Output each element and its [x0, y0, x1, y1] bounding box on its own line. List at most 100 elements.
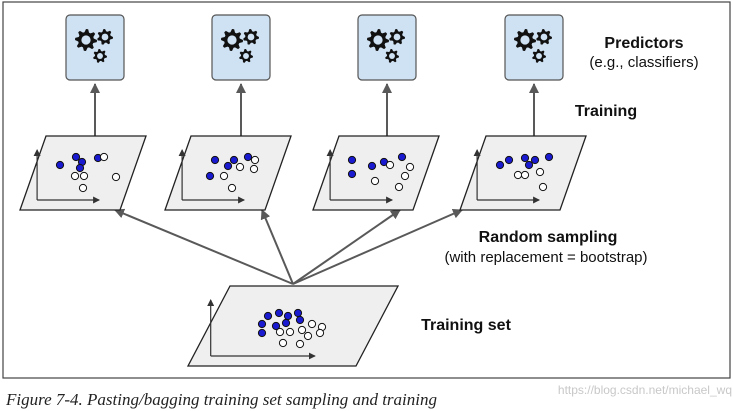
- gear: [239, 49, 253, 63]
- filled-point: [544, 152, 554, 162]
- gear-hole: [393, 33, 401, 41]
- sampling-arrow-4: [292, 209, 463, 285]
- watermark: https://blog.csdn.net/michael_wq: [558, 383, 732, 397]
- gear: [75, 29, 97, 51]
- predictors-label: Predictors: [604, 35, 683, 52]
- filled-point: [229, 155, 239, 165]
- training-label: Training: [575, 103, 637, 120]
- predictor-box: [211, 14, 271, 81]
- predictors-sublabel: (e.g., classifiers): [589, 54, 698, 71]
- hollow-point: [219, 171, 229, 181]
- hollow-point: [70, 171, 80, 181]
- filled-point: [223, 161, 233, 171]
- gear: [367, 29, 389, 51]
- hollow-point: [78, 183, 88, 193]
- sample-panel-4: [459, 135, 587, 211]
- filled-point: [495, 160, 505, 170]
- hollow-point: [235, 162, 245, 172]
- predictor-3: [357, 14, 417, 81]
- filled-point: [283, 311, 293, 321]
- gear: [93, 49, 107, 63]
- hollow-point: [295, 339, 305, 349]
- filled-point: [397, 152, 407, 162]
- sampling-arrow-2: [260, 209, 294, 285]
- hollow-point: [315, 328, 325, 338]
- hollow-point: [535, 167, 545, 177]
- filled-point: [75, 163, 85, 173]
- gear: [385, 49, 399, 63]
- panel-shape: [164, 135, 292, 211]
- hollow-point: [400, 171, 410, 181]
- hollow-point: [278, 338, 288, 348]
- hollow-point: [297, 325, 307, 335]
- hollow-point: [307, 319, 317, 329]
- gear-hole: [243, 53, 249, 59]
- hollow-point: [370, 176, 380, 186]
- filled-point: [71, 152, 81, 162]
- figure-frame: [2, 1, 731, 379]
- filled-point: [504, 155, 514, 165]
- hollow-point: [111, 172, 121, 182]
- gear-hole: [81, 35, 91, 45]
- filled-point: [281, 318, 291, 328]
- predictor-box: [504, 14, 564, 81]
- sampling-arrows: [114, 208, 463, 285]
- predictor-box: [65, 14, 125, 81]
- gears-icon: [367, 29, 405, 63]
- hollow-point: [405, 162, 415, 172]
- training-arrows: [90, 83, 539, 136]
- hollow-point: [227, 183, 237, 193]
- gear-hole: [247, 33, 255, 41]
- hollow-point: [99, 152, 109, 162]
- predictor-box: [357, 14, 417, 81]
- gears-icon: [514, 29, 552, 63]
- filled-point: [524, 160, 534, 170]
- training-set-label: Training set: [421, 317, 511, 334]
- figure-caption: Figure 7-4. Pasting/bagging training set…: [5, 390, 437, 409]
- gear-hole: [540, 33, 548, 41]
- filled-point: [530, 155, 540, 165]
- filled-point: [55, 160, 65, 170]
- sample-panels: [19, 135, 587, 211]
- sampling-arrow-3: [292, 209, 401, 285]
- gear-hole: [389, 53, 395, 59]
- hollow-point: [285, 327, 295, 337]
- panel-shape: [186, 285, 400, 367]
- sample-panel-2: [164, 135, 292, 211]
- hollow-point: [79, 171, 89, 181]
- gear: [532, 49, 546, 63]
- gear: [97, 29, 113, 45]
- filled-point: [367, 161, 377, 171]
- gear-hole: [101, 33, 109, 41]
- filled-point: [347, 169, 357, 179]
- filled-point: [274, 308, 284, 318]
- gear: [389, 29, 405, 45]
- hollow-point: [303, 331, 313, 341]
- hollow-point: [513, 170, 523, 180]
- random-sampling-sublabel: (with replacement = bootstrap): [444, 249, 647, 266]
- gears-icon: [221, 29, 259, 63]
- gear: [536, 29, 552, 45]
- gear-hole: [373, 35, 383, 45]
- hollow-point: [538, 182, 548, 192]
- random-sampling-label: Random sampling: [479, 229, 618, 246]
- hollow-point: [249, 164, 259, 174]
- panel-shape: [312, 135, 440, 211]
- hollow-point: [275, 327, 285, 337]
- hollow-point: [394, 182, 404, 192]
- sampling-arrow-1: [114, 208, 294, 285]
- training-set-shape: [186, 285, 400, 367]
- gear-hole: [97, 53, 103, 59]
- filled-point: [210, 155, 220, 165]
- sample-panel-1: [19, 135, 147, 211]
- predictor-4: [504, 14, 564, 81]
- predictors: [65, 14, 564, 81]
- filled-point: [271, 321, 281, 331]
- gears-icon: [75, 29, 113, 63]
- hollow-point: [385, 160, 395, 170]
- filled-point: [257, 328, 267, 338]
- filled-point: [243, 152, 253, 162]
- filled-point: [293, 308, 303, 318]
